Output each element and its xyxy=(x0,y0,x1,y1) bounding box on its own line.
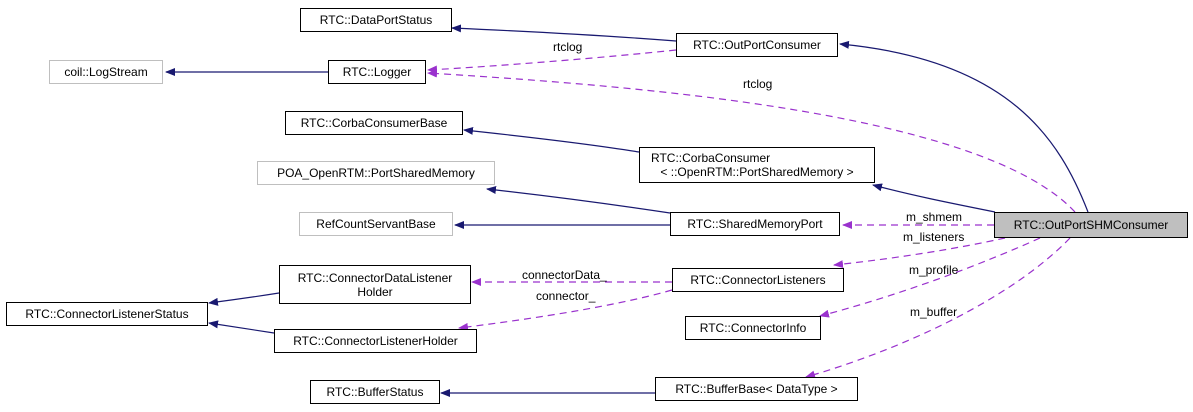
edge-label-m-listeners: m_listeners xyxy=(903,230,965,244)
edge-outportconsumer-to-dataportstatus xyxy=(451,24,677,42)
node-label: coil::LogStream xyxy=(64,65,148,79)
edge-shmconsumer-mbuffer xyxy=(805,237,1071,379)
node-label: RefCountServantBase xyxy=(316,217,436,231)
node-label: POA_OpenRTM::PortSharedMemory xyxy=(277,166,475,180)
node-label: RTC::SharedMemoryPort xyxy=(687,217,823,231)
edge-label-connector-data: connectorData_ xyxy=(522,268,607,282)
node-label-line1: RTC::CorbaConsumer xyxy=(651,151,771,165)
node-shared-memory-port[interactable]: RTC::SharedMemoryPort xyxy=(670,212,840,236)
node-poa-port-shared-memory[interactable]: POA_OpenRTM::PortSharedMemory xyxy=(257,161,495,185)
node-connector-data-listener-holder[interactable]: RTC::ConnectorDataListener Holder xyxy=(279,265,471,304)
edge-shmconsumer-to-outportconsumer xyxy=(839,40,1089,213)
node-label-line2: Holder xyxy=(357,284,393,299)
edge-shmconsumer-to-corbaconsumer xyxy=(872,183,996,213)
edge-listeners-connector xyxy=(458,289,673,331)
edge-dataholder-to-listenerstatus xyxy=(208,292,280,306)
edge-label-rtclog-2: rtclog xyxy=(743,77,773,91)
node-label: RTC::BufferBase< DataType > xyxy=(675,382,838,396)
node-label-line2: < ::OpenRTM::PortSharedMemory > xyxy=(660,165,854,179)
node-ref-count-servant-base[interactable]: RefCountServantBase xyxy=(299,212,453,236)
node-connector-listeners[interactable]: RTC::ConnectorListeners xyxy=(672,268,844,292)
node-label: RTC::CorbaConsumerBase xyxy=(300,116,448,130)
edge-outportconsumer-rtclog-logger xyxy=(427,49,677,74)
node-connector-info[interactable]: RTC::ConnectorInfo xyxy=(685,316,821,340)
node-label: RTC::Logger xyxy=(342,65,412,79)
edge-corbaconsumer-to-corbaconsumerbase xyxy=(463,126,640,153)
node-out-port-consumer[interactable]: RTC::OutPortConsumer xyxy=(676,33,838,57)
node-buffer-status[interactable]: RTC::BufferStatus xyxy=(310,380,440,404)
node-log-stream[interactable]: coil::LogStream xyxy=(49,60,163,84)
node-label: RTC::ConnectorListenerHolder xyxy=(293,334,458,348)
node-connector-listener-status[interactable]: RTC::ConnectorListenerStatus xyxy=(6,302,208,326)
edge-label-m-shmem: m_shmem xyxy=(906,210,963,224)
node-connector-listener-holder[interactable]: RTC::ConnectorListenerHolder xyxy=(274,329,477,353)
node-label: RTC::ConnectorListenerStatus xyxy=(25,307,189,321)
node-label-line1: RTC::ConnectorDataListener xyxy=(297,270,453,285)
node-corba-consumer[interactable]: RTC::CorbaConsumer < ::OpenRTM::PortShar… xyxy=(639,147,875,183)
node-label: RTC::ConnectorInfo xyxy=(699,321,807,335)
edge-sharedmemoryport-to-poa xyxy=(486,186,671,214)
node-label: RTC::OutPortConsumer xyxy=(693,38,821,52)
edge-label-m-profile: m_profile xyxy=(909,263,959,277)
node-data-port-status[interactable]: RTC::DataPortStatus xyxy=(300,8,452,32)
node-label: RTC::OutPortSHMConsumer xyxy=(1013,218,1169,232)
edge-shmconsumer-rtclog-logger xyxy=(427,69,1076,213)
edge-holder-to-listenerstatus xyxy=(208,320,275,334)
edge-shmconsumer-mprofile xyxy=(819,237,1041,318)
node-buffer-base[interactable]: RTC::BufferBase< DataType > xyxy=(655,377,858,401)
node-corba-consumer-base[interactable]: RTC::CorbaConsumerBase xyxy=(285,111,463,135)
edge-shmconsumer-mlisteners xyxy=(833,237,1006,269)
node-label: RTC::DataPortStatus xyxy=(319,13,433,27)
edge-label-rtclog-1: rtclog xyxy=(553,40,583,54)
edge-label-connector: connector_ xyxy=(536,289,596,303)
node-logger[interactable]: RTC::Logger xyxy=(328,60,426,84)
node-label: RTC::ConnectorListeners xyxy=(690,273,826,287)
edge-label-m-buffer: m_buffer xyxy=(910,305,958,319)
node-label: RTC::BufferStatus xyxy=(326,385,424,399)
node-out-port-shm-consumer[interactable]: RTC::OutPortSHMConsumer xyxy=(994,212,1188,238)
